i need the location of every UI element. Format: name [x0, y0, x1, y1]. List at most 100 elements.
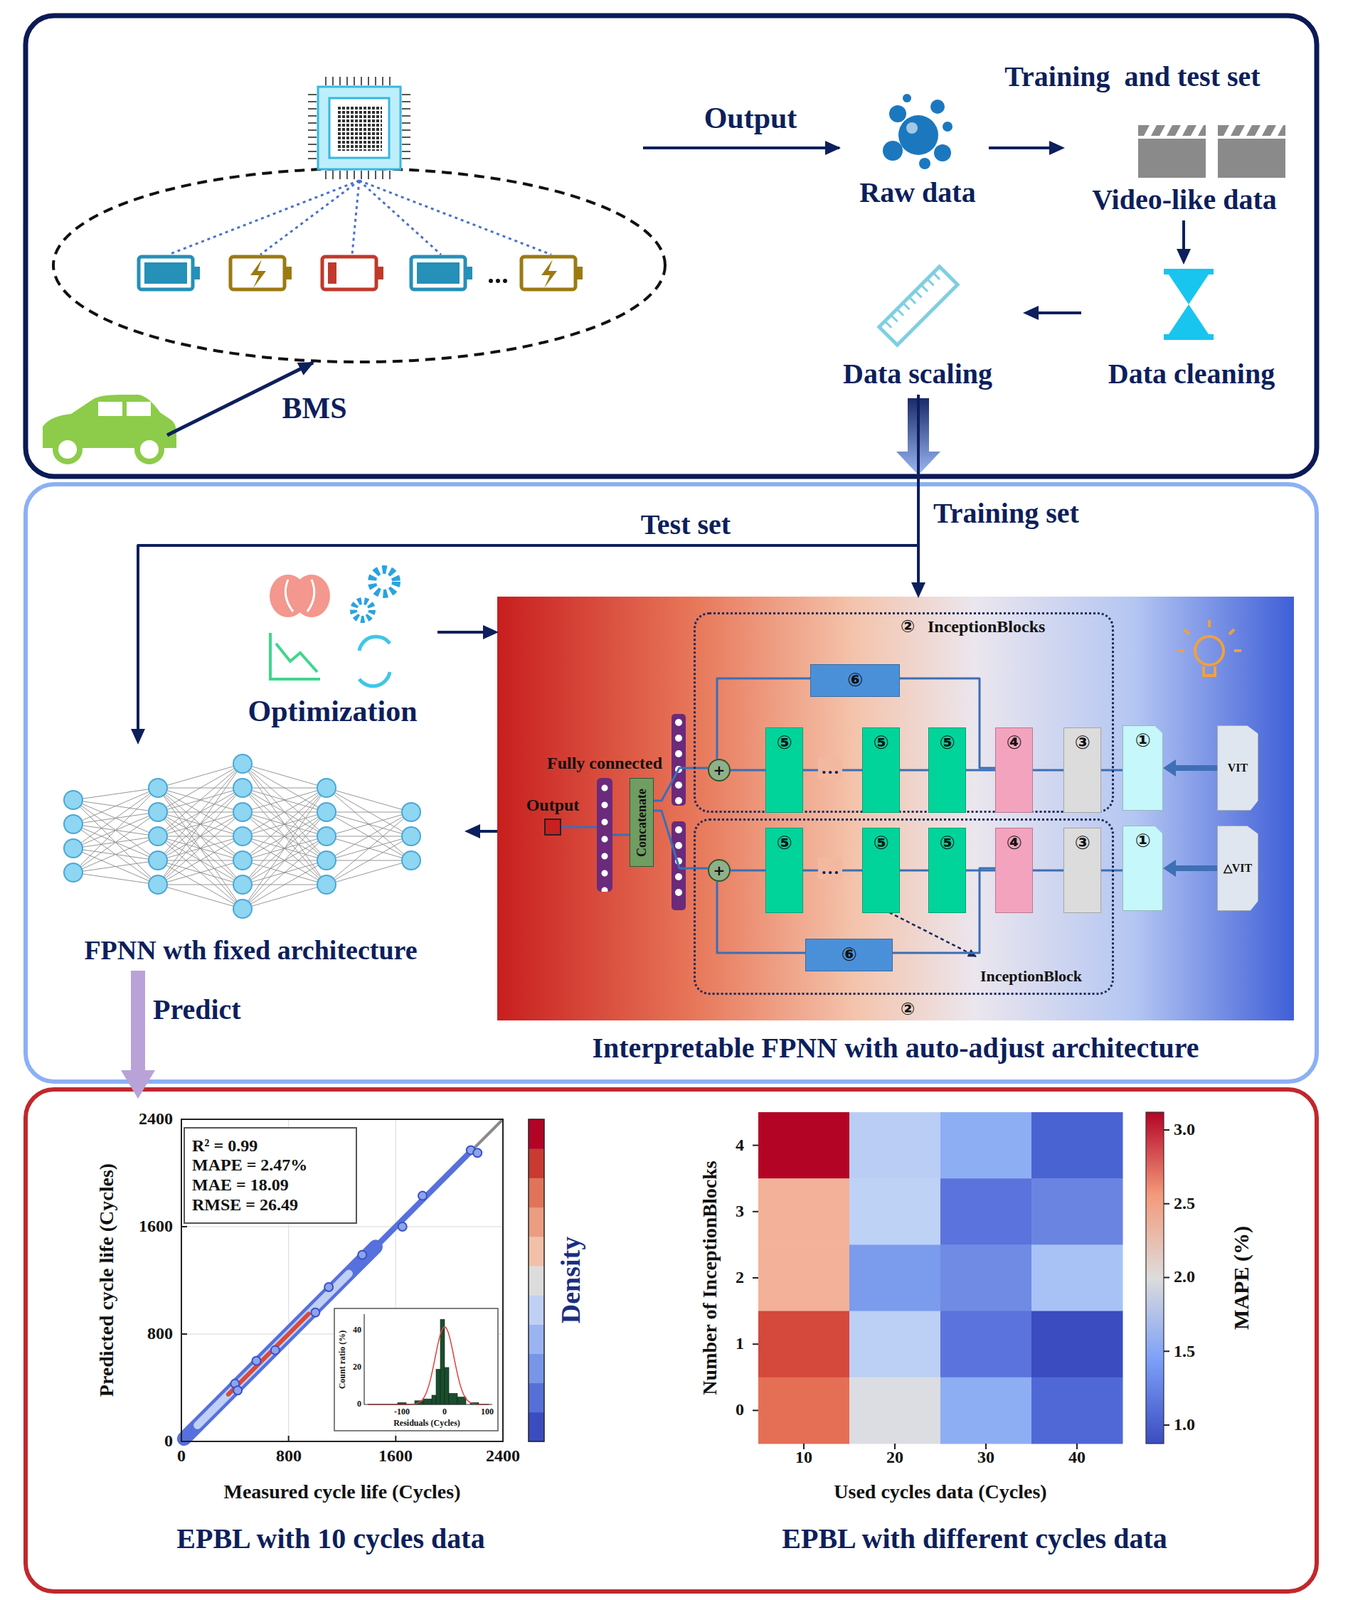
bms-illustration: [53, 168, 666, 363]
axis-title: Predicted cycle life (Cycles): [95, 1163, 119, 1398]
neural-network: [242, 788, 327, 813]
heatmap: [1145, 1112, 1164, 1445]
node-label: ⑤: [776, 732, 792, 755]
optimization-icons: [353, 601, 373, 620]
clapperboard-icon: [1217, 125, 1286, 136]
scatter-plot: [271, 1346, 280, 1356]
dense-bar: [675, 781, 683, 789]
tick-label: 3: [735, 1202, 745, 1223]
scatter-plot: [367, 1327, 489, 1405]
heatmap: [940, 1377, 1033, 1445]
node-caption: InceptionBlocks: [927, 617, 1045, 638]
tick-label: 1600: [138, 1217, 173, 1238]
node-label: ⑤: [872, 832, 889, 855]
heatmap: [1163, 1203, 1170, 1206]
predict-arrow: [130, 970, 146, 1071]
optimization-icons: [285, 579, 315, 612]
heatmap: [940, 1311, 1033, 1379]
node-label: ⑥: [840, 944, 857, 967]
neural-network: [233, 778, 252, 798]
clapperboard-icon: [1217, 138, 1286, 178]
bms-illustration: [495, 278, 501, 284]
tick-label: 2.0: [1173, 1267, 1196, 1288]
raw-data-icon: [882, 140, 903, 161]
bms-illustration: [312, 81, 407, 175]
clapperboard-icon: [1138, 125, 1286, 178]
shortcut-block: ⑥: [810, 664, 900, 698]
bms-illustration: [411, 256, 466, 290]
node-label: VIT: [1227, 761, 1248, 775]
node-label: MAE = 18.09: [192, 1175, 289, 1196]
scatter-plot: [181, 1119, 503, 1442]
diagram-label: Used cycles data (Cycles): [833, 1481, 1047, 1504]
panel-frames: [497, 596, 1294, 1021]
neural-network: [157, 763, 243, 813]
tick-label: 0: [177, 1446, 186, 1467]
connector-line: [899, 769, 929, 772]
node-label: ⑥: [847, 670, 863, 692]
scatter-plot: [528, 1412, 545, 1443]
scatter-plot: [398, 1222, 407, 1232]
heatmap: [752, 1277, 759, 1279]
scatter-plot: [181, 1226, 503, 1228]
heatmap: [758, 1112, 851, 1180]
neural-network: [317, 875, 336, 895]
conv-block: ⑤: [862, 828, 900, 914]
neural-network: [317, 827, 336, 846]
bms-illustration: [168, 180, 552, 255]
heatmap: [849, 1244, 942, 1312]
raw-data-icon: [930, 99, 945, 114]
conv-block: ⑤: [928, 727, 967, 814]
ruler-icon: [879, 266, 958, 346]
scatter-plot: [436, 1370, 441, 1405]
neural-network: [148, 875, 168, 895]
edge-label: Predict: [152, 993, 242, 1027]
flow-arrow: [1175, 865, 1218, 872]
bms-illustration: [352, 180, 360, 255]
neural-network: [242, 788, 327, 789]
bms-illustration: [336, 105, 382, 151]
heatmap: [1031, 1178, 1124, 1246]
neural-network: [157, 812, 243, 885]
neural-network: [242, 812, 327, 910]
dense-bar: [675, 719, 683, 727]
dense-bar: [675, 889, 683, 897]
flow-arrow: [1182, 220, 1186, 249]
neural-network: [326, 788, 412, 861]
connector-line: [612, 834, 630, 837]
neural-network: [73, 836, 158, 873]
optimization-icons: [269, 569, 397, 687]
scatter-plot: [423, 1399, 432, 1405]
bms-illustration: [260, 180, 360, 255]
scaling-node: Data scaling: [810, 263, 1025, 395]
diagram-label: Training and test set: [1004, 60, 1260, 94]
inception-box: ③④⑤⑤⑤⑥+②InceptionBlocks: [693, 612, 1114, 814]
dense-bar: [675, 826, 683, 834]
raw-data-icon: [919, 157, 931, 170]
tick-label: 100: [480, 1407, 494, 1418]
neural-network: [157, 763, 243, 885]
bms-illustration: [401, 93, 411, 163]
clapperboard-icon: [1190, 125, 1204, 136]
scatter-plot: [444, 1367, 449, 1405]
node-caption: Fully connected: [547, 754, 663, 774]
neural-network: [148, 827, 168, 846]
connector-line: [561, 826, 597, 829]
neural-network: [148, 778, 168, 798]
neural-network: [242, 788, 327, 861]
tick-label: 800: [276, 1446, 302, 1467]
dense-bar: [675, 734, 683, 742]
neural-network: [242, 763, 327, 789]
bulb-icon: [1203, 666, 1215, 676]
node-caption: InceptionBlock: [980, 967, 1082, 986]
heatmap: [940, 1244, 1033, 1312]
scatter-plot: [457, 1397, 466, 1405]
cleaning-node: Data cleaning: [1081, 263, 1302, 395]
bms-illustration: [327, 262, 337, 284]
tick-label: 40: [1068, 1448, 1086, 1469]
neural-network: [242, 763, 327, 885]
scatter-plot: [528, 1324, 545, 1355]
node-label: EPBL with 10 cycles data: [176, 1522, 485, 1556]
flow-arrow: [437, 630, 484, 634]
neural-network: [242, 763, 327, 837]
